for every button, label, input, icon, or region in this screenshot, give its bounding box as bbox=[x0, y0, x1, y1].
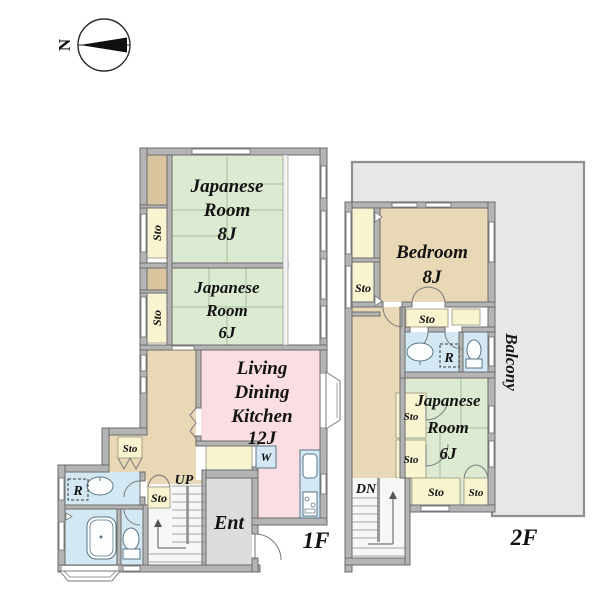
bay-window-ldk bbox=[320, 371, 341, 430]
storage-label: Sto bbox=[469, 487, 484, 499]
room-size-label: 6J bbox=[219, 323, 237, 342]
storage-label: Sto bbox=[419, 312, 435, 326]
storage-label: Sto bbox=[150, 310, 164, 326]
labels-2f: Bedroom 8J Japanese Room 6J Balcony 2F D… bbox=[355, 242, 538, 550]
washer-label: W bbox=[261, 450, 273, 464]
storage-label: Sto bbox=[123, 443, 138, 455]
room-label: Japanese bbox=[190, 176, 264, 197]
washer-space bbox=[255, 445, 277, 469]
toilet-1f bbox=[122, 527, 140, 551]
windows-2f bbox=[345, 202, 495, 512]
room-size-label: 12J bbox=[248, 428, 277, 449]
sink-2f bbox=[406, 342, 434, 362]
storage-1f-stairs bbox=[147, 486, 171, 509]
room-ldk bbox=[201, 350, 320, 446]
storage-label: Sto bbox=[150, 225, 164, 241]
compass-north-label: N bbox=[55, 38, 74, 51]
room-bedroom bbox=[380, 208, 488, 302]
storage-label: Sto bbox=[428, 485, 444, 499]
refrigerator-space-2f bbox=[439, 343, 460, 368]
room-size-label: 6J bbox=[440, 444, 458, 463]
room-label: Bedroom bbox=[395, 242, 468, 263]
floor1-label: 1F bbox=[303, 528, 330, 553]
stairs-1f bbox=[148, 485, 205, 563]
storage-label: Sto bbox=[404, 454, 419, 466]
stairs-down-label: DN bbox=[355, 482, 377, 497]
room-label: Dining bbox=[234, 382, 290, 403]
floor1-plan bbox=[65, 154, 320, 565]
closet-2f-bedroom bbox=[451, 308, 481, 326]
room-label: Japanese bbox=[414, 391, 481, 410]
room-size-label: 8J bbox=[423, 267, 443, 288]
stove bbox=[302, 491, 318, 517]
storage-label: Sto bbox=[404, 411, 419, 423]
room-label: Living bbox=[236, 358, 288, 379]
closet-1f-b bbox=[146, 267, 168, 291]
windows-1f bbox=[58, 148, 327, 572]
closet-1f-a bbox=[146, 154, 168, 206]
closet-2f bbox=[351, 207, 375, 259]
room-label: Room bbox=[205, 301, 248, 320]
storage-2f-south-b bbox=[463, 477, 489, 506]
stairs-up-label: UP bbox=[175, 473, 194, 488]
hall-2f bbox=[352, 307, 400, 478]
sliding-partition-1f bbox=[282, 154, 289, 346]
refrigerator-label: R bbox=[72, 484, 82, 499]
storage-label: Sto bbox=[355, 281, 371, 295]
fixtures-1f bbox=[67, 445, 321, 560]
refrigerator-space-1f bbox=[67, 478, 89, 501]
storage-2f-south-a bbox=[411, 477, 461, 506]
room-size-label: 8J bbox=[218, 224, 238, 245]
fixtures-2f bbox=[406, 339, 483, 369]
room-label: Room bbox=[426, 418, 469, 437]
storage-label: Sto bbox=[151, 491, 167, 505]
north-arrow-icon bbox=[80, 37, 127, 53]
kitchen-sink bbox=[302, 453, 318, 479]
balcony-label: Balcony bbox=[502, 332, 521, 391]
toilet-2f bbox=[466, 339, 482, 361]
labels-1f: Japanese Room 8J Japanese Room 6J Living… bbox=[72, 176, 329, 553]
room-label: Japanese bbox=[193, 278, 260, 297]
hall-1f bbox=[147, 350, 196, 480]
doors-1f bbox=[65, 407, 282, 561]
entrance-label: Ent bbox=[213, 512, 245, 534]
storage-2f-bedroom bbox=[405, 308, 449, 328]
room-label: Kitchen bbox=[230, 406, 292, 427]
entrance-hall bbox=[206, 478, 252, 565]
bay-window-bath bbox=[58, 566, 122, 582]
stairs-2f bbox=[352, 478, 405, 557]
compass-rose: N bbox=[55, 18, 131, 72]
refrigerator-label: R bbox=[443, 351, 453, 366]
room-label: Room bbox=[203, 200, 250, 221]
floor2-label: 2F bbox=[510, 525, 538, 550]
shoe-closet bbox=[205, 445, 253, 471]
